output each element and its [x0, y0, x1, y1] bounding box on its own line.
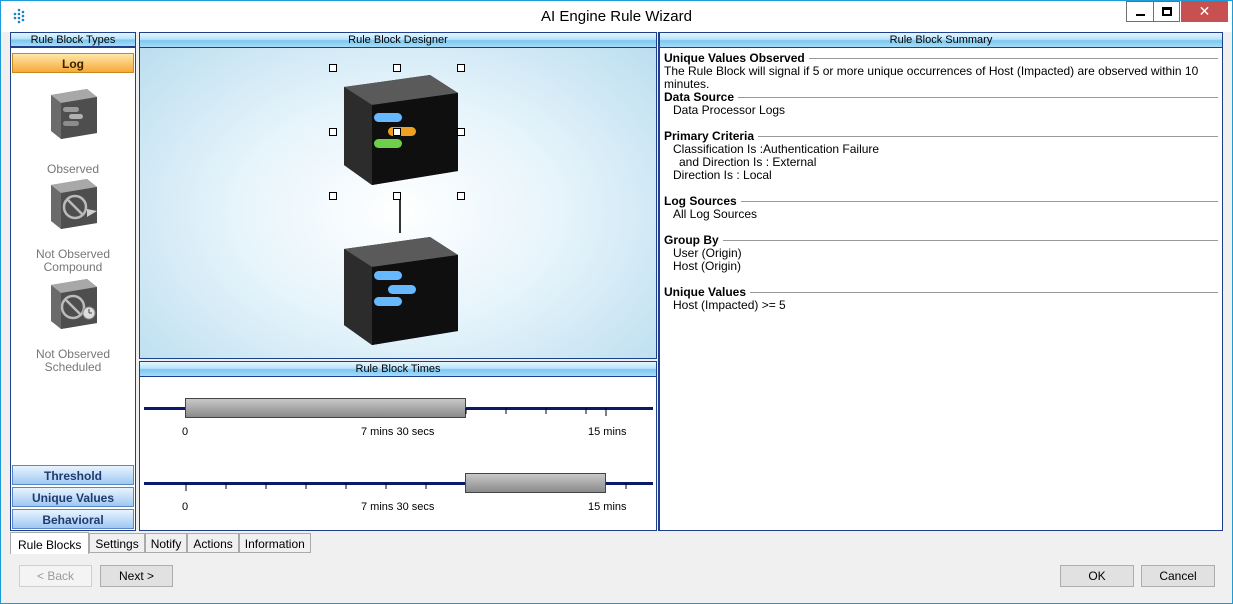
window-title: AI Engine Rule Wizard	[541, 8, 692, 25]
summary-section-title: Log Sources	[664, 194, 1218, 208]
summary-section-title: Unique Values	[664, 285, 1218, 299]
rule-block-designer-header: Rule Block Designer	[140, 33, 656, 48]
selection-handle[interactable]	[329, 192, 337, 200]
summary-section: Primary Criteria Classification Is :Auth…	[664, 129, 1218, 182]
designer-cube-unique-values[interactable]	[336, 67, 466, 197]
time-window-bar[interactable]	[465, 473, 606, 493]
block-observed-label: Observed	[46, 162, 100, 176]
timeline-ticks	[185, 483, 627, 491]
rule-block-times-panel: Rule Block Times 0 7 mins 30 secs 15 min…	[139, 361, 657, 531]
block-not-observed-scheduled-label: Not Observed Scheduled	[35, 347, 111, 374]
summary-section: Data Source Data Processor Logs	[664, 90, 1218, 117]
summary-line: and Direction Is : External	[679, 155, 817, 169]
maximize-icon	[1161, 7, 1172, 16]
tab-notify[interactable]: Notify	[144, 533, 188, 553]
selection-handle[interactable]	[457, 192, 465, 200]
timeline-ticks	[465, 408, 607, 416]
observed-cube-icon	[51, 89, 97, 139]
cancel-button[interactable]: Cancel	[1141, 565, 1215, 587]
title-bar: AI Engine Rule Wizard ✕	[1, 1, 1232, 32]
ok-button[interactable]: OK	[1060, 565, 1134, 587]
tab-rule-blocks[interactable]: Rule Blocks	[10, 532, 90, 554]
rule-block-times-header: Rule Block Times	[140, 362, 656, 377]
summary-line: Classification Is :Authentication Failur…	[673, 142, 880, 156]
rule-block-designer-panel: Rule Block Designer	[139, 32, 657, 359]
summary-line: Host (Origin)	[673, 259, 742, 273]
summary-section-title: Group By	[664, 233, 1218, 247]
summary-line: Host (Impacted) >= 5	[673, 298, 786, 312]
minimize-button[interactable]	[1126, 1, 1153, 22]
time-tick-label: 7 mins 30 secs	[361, 501, 435, 513]
rule-block-types-panel: Rule Block Types Log Observed N	[10, 32, 136, 531]
selection-handle[interactable]	[329, 64, 337, 72]
time-tick-label: 0	[182, 501, 189, 513]
maximize-button[interactable]	[1153, 1, 1180, 22]
summary-section: Log Sources All Log Sources	[664, 194, 1218, 221]
summary-section: Group By User (Origin) Host (Origin)	[664, 233, 1218, 273]
summary-line: User (Origin)	[673, 246, 742, 260]
summary-section: Unique Values Observed The Rule Block wi…	[664, 51, 1218, 91]
timeline-axis	[144, 482, 653, 485]
not-observed-compound-cube-icon	[51, 179, 97, 229]
wizard-tabs: Rule Blocks Settings Notify Actions Info…	[10, 532, 311, 554]
summary-section-title: Primary Criteria	[664, 129, 1218, 143]
close-icon: ✕	[1198, 3, 1211, 19]
block-not-observed-compound[interactable]: Not Observed Compound	[11, 173, 135, 274]
rule-block-types-header: Rule Block Types	[11, 33, 135, 48]
selection-handle[interactable]	[329, 128, 337, 136]
time-tick-label: 7 mins 30 secs	[361, 426, 435, 438]
summary-section-title: Unique Values Observed	[664, 51, 1218, 65]
selection-handle[interactable]	[393, 128, 401, 136]
summary-section-title: Data Source	[664, 90, 1218, 104]
selection-handle[interactable]	[457, 128, 465, 136]
rule-block-summary-panel: Rule Block Summary Unique Values Observe…	[658, 32, 1223, 531]
time-tick-label: 15 mins	[588, 426, 627, 438]
time-tick-label: 15 mins	[588, 501, 627, 513]
block-not-observed-compound-label: Not Observed Compound	[35, 247, 111, 274]
selection-handle[interactable]	[457, 64, 465, 72]
tab-settings[interactable]: Settings	[89, 533, 145, 553]
back-button[interactable]: < Back	[19, 565, 92, 587]
category-behavioral-button[interactable]: Behavioral	[12, 509, 134, 529]
not-observed-scheduled-cube-icon	[51, 279, 97, 329]
category-threshold-button[interactable]: Threshold	[12, 465, 134, 485]
summary-section: Unique Values Host (Impacted) >= 5	[664, 285, 1218, 312]
designer-cube-observed[interactable]	[336, 229, 466, 354]
block-connector	[399, 195, 401, 233]
summary-line: Data Processor Logs	[673, 103, 786, 117]
selection-handle[interactable]	[393, 64, 401, 72]
minimize-icon	[1135, 13, 1145, 16]
block-not-observed-scheduled[interactable]: Not Observed Scheduled	[11, 273, 135, 374]
tab-information[interactable]: Information	[238, 533, 311, 553]
selection-handle[interactable]	[393, 192, 401, 200]
tab-actions[interactable]: Actions	[187, 533, 239, 553]
time-tick-label: 0	[182, 426, 189, 438]
category-log-button[interactable]: Log	[12, 53, 134, 73]
summary-line: All Log Sources	[673, 207, 758, 221]
app-logo-icon	[13, 8, 25, 24]
summary-line: Direction Is : Local	[673, 168, 772, 182]
summary-line: The Rule Block will signal if 5 or more …	[664, 64, 1199, 91]
block-observed[interactable]: Observed	[11, 83, 135, 176]
category-unique-values-button[interactable]: Unique Values	[12, 487, 134, 507]
rule-block-summary-header: Rule Block Summary	[660, 33, 1222, 48]
close-button[interactable]: ✕	[1181, 1, 1228, 22]
next-button[interactable]: Next >	[100, 565, 173, 587]
